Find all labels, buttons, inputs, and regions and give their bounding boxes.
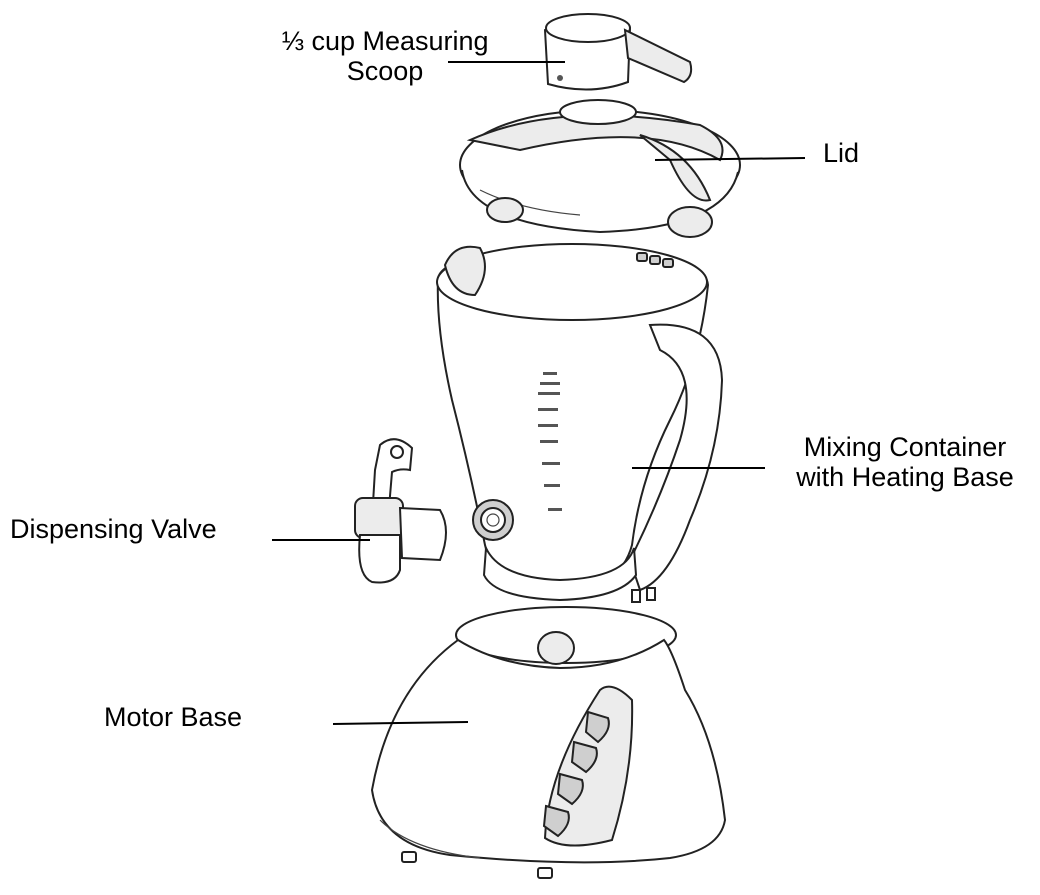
mixing-label-line1: Mixing Container [803, 432, 1007, 462]
motor-base-label: Motor Base [104, 702, 243, 732]
mixing-container [436, 243, 724, 603]
scoop-label-line2: Scoop [346, 56, 424, 86]
motor-base [370, 606, 727, 879]
scoop-label-line1: ⅓ cup Measuring [281, 26, 489, 56]
dispensing-valve-label: Dispensing Valve [10, 514, 217, 544]
motor-leader-line [332, 721, 469, 725]
lid [459, 99, 741, 238]
lid-label: Lid [823, 138, 860, 168]
scoop-label: ⅓ cup Measuring Scoop [250, 26, 520, 86]
mixing-container-label: Mixing Container with Heating Base [770, 432, 1040, 492]
dispensing-valve [354, 438, 447, 584]
measuring-scoop [543, 13, 693, 91]
mixing-label-line2: with Heating Base [796, 462, 1014, 492]
lid-leader-line [654, 157, 806, 161]
